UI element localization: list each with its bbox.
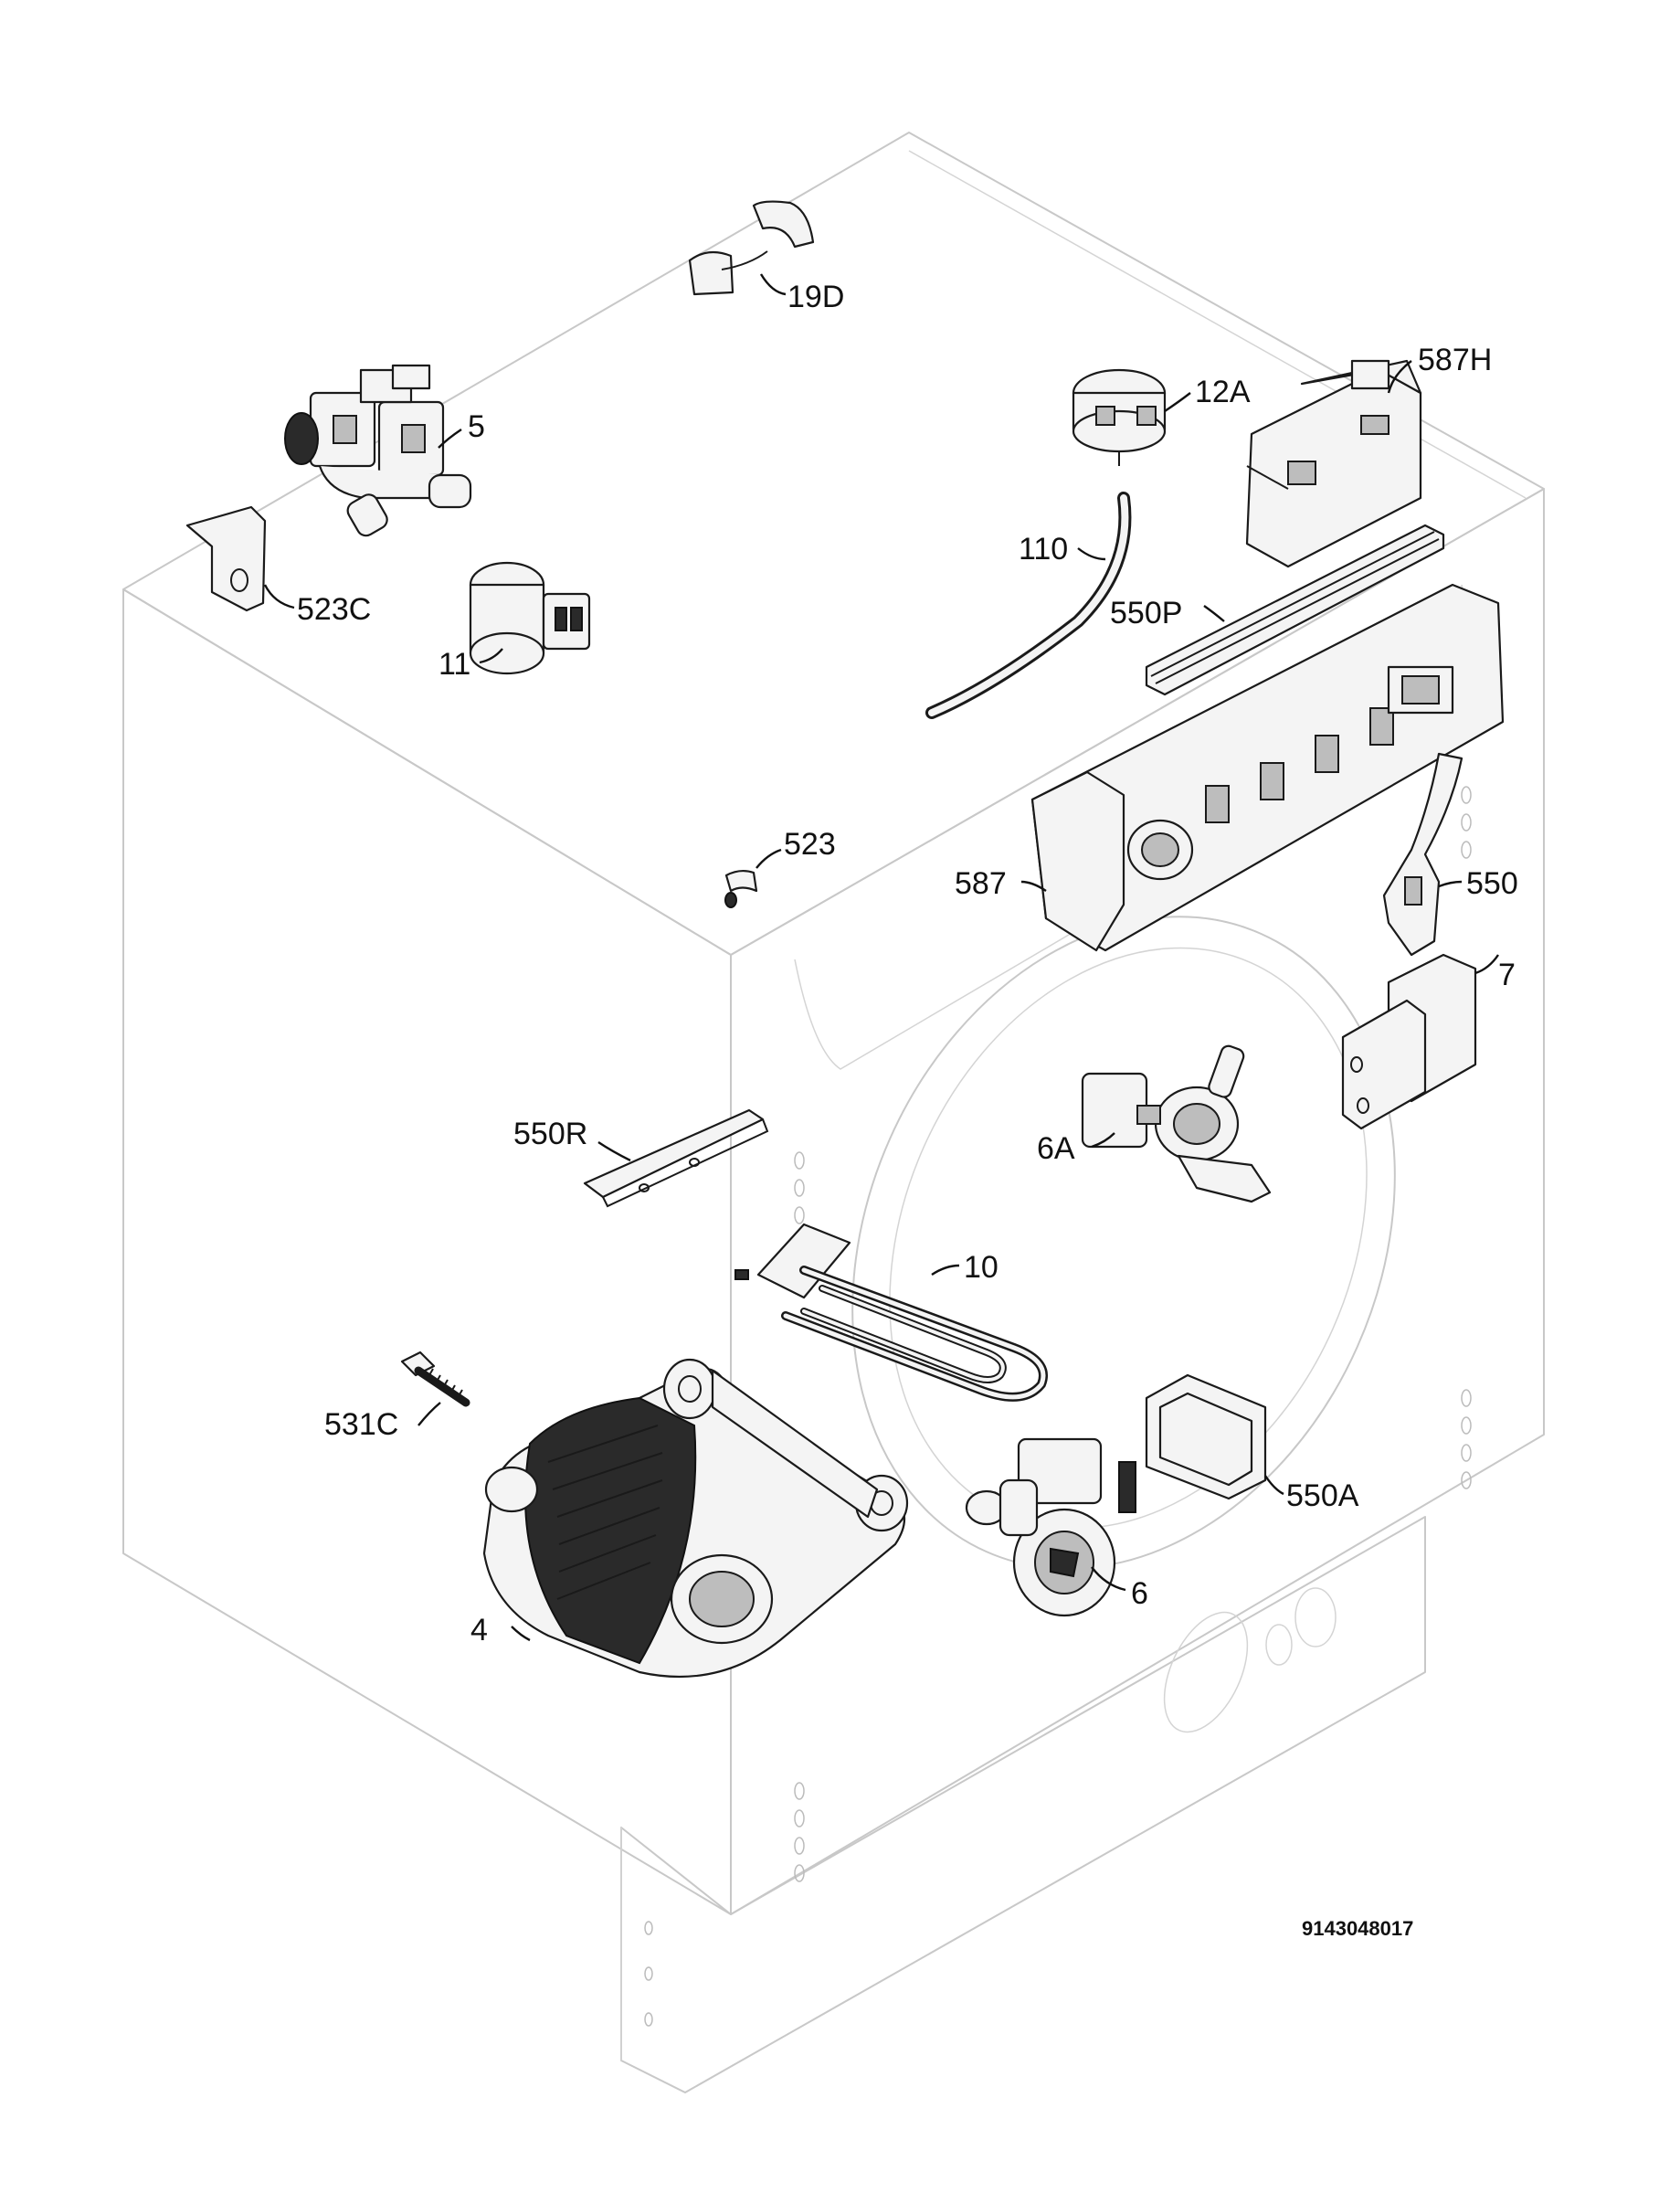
label-587: 587 — [955, 866, 1007, 901]
label-4: 4 — [470, 1613, 488, 1647]
part-531C-screw — [400, 1351, 470, 1407]
part-550R-bracket — [583, 1108, 769, 1208]
label-10: 10 — [964, 1250, 998, 1285]
part-19D-grommet — [688, 200, 815, 296]
part-550A-housing — [1145, 1373, 1267, 1500]
label-587H: 587H — [1418, 343, 1492, 377]
part-110-hose — [925, 492, 1132, 719]
label-5: 5 — [468, 409, 485, 444]
part-7-filter — [1341, 953, 1477, 1130]
label-550P: 550P — [1110, 596, 1182, 630]
label-12A: 12A — [1195, 375, 1251, 409]
label-7: 7 — [1498, 958, 1516, 992]
cabinet-outline — [122, 132, 1545, 2093]
part-587-control-board — [1030, 583, 1505, 952]
label-550A: 550A — [1286, 1478, 1359, 1513]
part-12A-pressure-switch — [1072, 368, 1167, 466]
part-523C-bracket — [185, 505, 267, 612]
part-523-clip — [724, 869, 758, 908]
part-10-heater — [734, 1223, 1048, 1402]
label-19D: 19D — [787, 280, 844, 314]
leader-lines — [263, 273, 1499, 1642]
label-6: 6 — [1131, 1576, 1148, 1611]
part-550-lever — [1382, 752, 1463, 957]
part-11-suppressor — [469, 561, 591, 675]
part-587H-module — [1245, 359, 1422, 568]
callout-labels: 19D 5 523C 11 12A 587H 110 550P 523 587 … — [297, 280, 1518, 1647]
part-6-drain-pump — [965, 1437, 1136, 1617]
part-5-inlet-valve — [284, 364, 472, 537]
label-550: 550 — [1466, 866, 1518, 901]
document-number: 9143048017 — [1302, 1917, 1413, 1940]
fixing-holes — [644, 786, 1472, 2027]
part-550P-button-strip — [1145, 524, 1445, 696]
part-6A-pump — [1081, 1044, 1272, 1203]
label-523: 523 — [784, 827, 836, 862]
part-4-motor — [482, 1358, 909, 1678]
label-523C: 523C — [297, 592, 371, 627]
label-6A: 6A — [1037, 1131, 1075, 1166]
label-550R: 550R — [513, 1117, 587, 1151]
label-110: 110 — [1019, 532, 1068, 567]
label-11: 11 — [438, 647, 470, 682]
label-531C: 531C — [324, 1407, 398, 1442]
